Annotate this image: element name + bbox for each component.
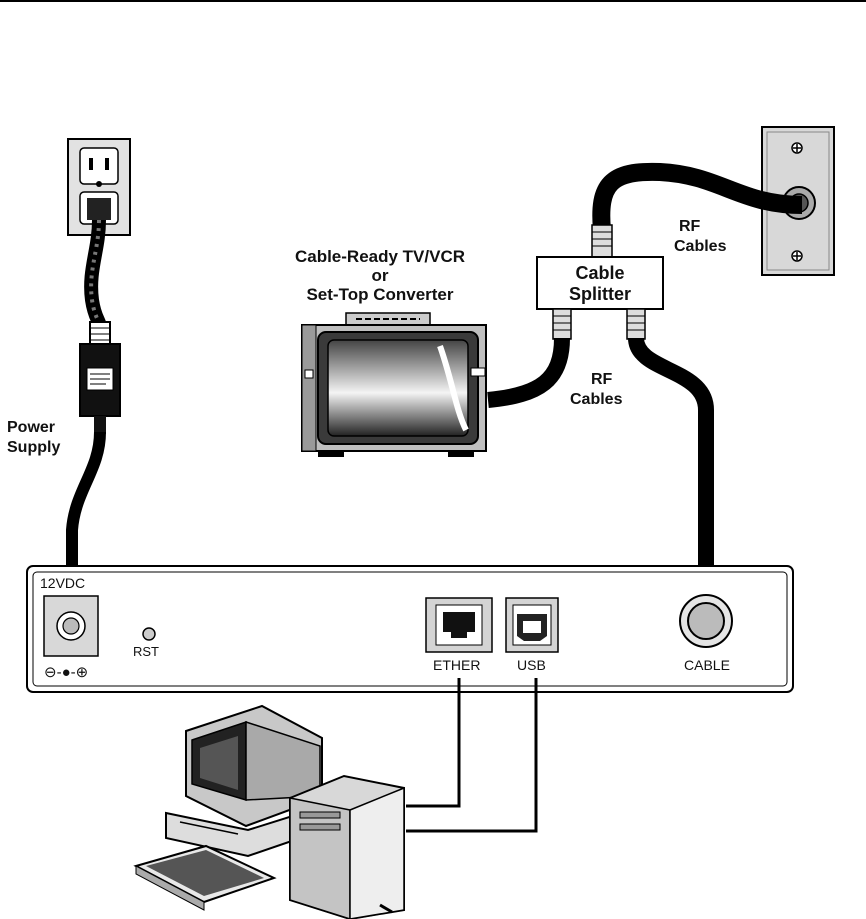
tv-label-line3: Set-Top Converter <box>306 285 453 304</box>
usb-cable-to-pc <box>406 678 536 831</box>
reset-button[interactable] <box>143 628 155 640</box>
rf-cables-top-label-line1: RF <box>679 218 701 235</box>
rf-cables-mid-label-line1: RF <box>591 371 613 388</box>
reset-label: RST <box>133 644 159 659</box>
coax-cable-port <box>680 595 732 647</box>
power-jack <box>44 596 98 656</box>
desktop-computer <box>136 706 404 919</box>
cable-splitter: Cable Splitter <box>537 257 663 339</box>
ethernet-port <box>426 598 492 652</box>
power-port-label: 12VDC <box>40 575 85 591</box>
ether-label: ETHER <box>433 657 480 673</box>
cable-port-label: CABLE <box>684 657 730 673</box>
ethernet-cable-to-pc <box>406 678 459 806</box>
power-supply-adapter <box>80 322 120 434</box>
usb-port <box>506 598 558 652</box>
tv-label-line2: or <box>372 266 389 285</box>
splitter-label-line1: Cable <box>575 263 624 283</box>
rf-cable-splitter-to-modem <box>636 338 706 582</box>
usb-label: USB <box>517 657 546 673</box>
cable-modem-rear-panel: 12VDC ⊖-●-⊕ RST ETHER USB <box>27 566 793 692</box>
rf-cables-top-label-line2: Cables <box>674 238 727 255</box>
power-supply-label-line1: Power <box>7 419 55 436</box>
splitter-label-line2: Splitter <box>569 284 631 304</box>
power-supply-cable <box>72 432 100 580</box>
power-cord <box>91 220 100 328</box>
rf-cable-splitter-to-tv <box>488 338 562 400</box>
television <box>302 313 486 457</box>
rf-cables-mid-label-line2: Cables <box>570 391 623 408</box>
tv-label-line1: Cable-Ready TV/VCR <box>295 247 465 266</box>
power-supply-label-line2: Supply <box>7 439 60 456</box>
polarity-symbol: ⊖-●-⊕ <box>44 664 88 681</box>
